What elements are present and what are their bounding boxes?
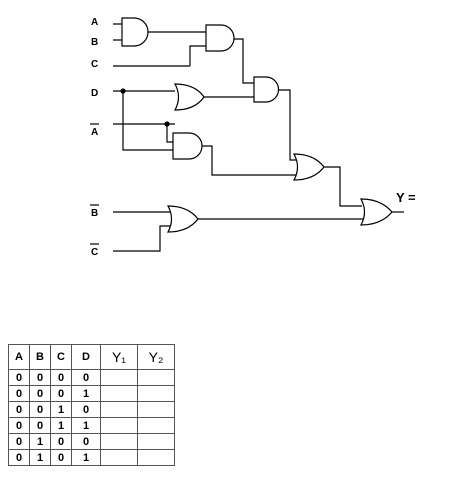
cell-y2 <box>137 433 175 450</box>
cell-y2 <box>137 417 175 434</box>
logic-circuit-diagram: A B C D A B C Y = <box>90 17 416 258</box>
cell-a: 0 <box>8 401 30 418</box>
cell-b: 1 <box>29 433 51 450</box>
table-row: 0 1 0 1 <box>8 449 175 466</box>
or-gate-b-c-bar <box>166 205 199 233</box>
and-gate-ab <box>121 17 149 47</box>
table-row: 0 0 1 0 <box>8 401 175 418</box>
output-label: Y = <box>396 190 416 205</box>
cell-d: 0 <box>71 433 101 450</box>
cell-y1 <box>100 433 138 450</box>
cell-b: 0 <box>29 369 51 386</box>
cell-a: 0 <box>8 385 30 402</box>
input-label-b: B <box>91 37 98 48</box>
header-y2: Y₂ <box>137 344 175 370</box>
junction-dot-a-bar <box>164 121 170 127</box>
table-row: 0 0 0 0 <box>8 369 175 386</box>
input-label-c-bar: C <box>91 247 98 258</box>
input-label-a-bar: A <box>91 127 98 138</box>
wires <box>113 23 404 252</box>
header-y1: Y₁ <box>100 344 138 370</box>
cell-y1 <box>100 385 138 402</box>
cell-c: 0 <box>50 449 72 466</box>
table-row: 0 0 1 1 <box>8 417 175 434</box>
input-label-d: D <box>91 88 98 99</box>
cell-d: 1 <box>71 449 101 466</box>
cell-c: 0 <box>50 433 72 450</box>
cell-b: 0 <box>29 385 51 402</box>
cell-y1 <box>100 401 138 418</box>
cell-c: 1 <box>50 401 72 418</box>
header-a: A <box>8 344 30 370</box>
cell-d: 0 <box>71 401 101 418</box>
input-label-a: A <box>91 17 98 28</box>
or-gate-output <box>359 198 393 226</box>
or-gate-d-a-bar <box>173 83 205 111</box>
header-d: D <box>71 344 101 370</box>
table-row: 0 0 0 1 <box>8 385 175 402</box>
cell-y1 <box>100 369 138 386</box>
and-gate-top <box>205 24 235 52</box>
cell-a: 0 <box>8 433 30 450</box>
cell-y2 <box>137 385 175 402</box>
cell-c: 1 <box>50 417 72 434</box>
cell-y1 <box>100 449 138 466</box>
header-b: B <box>29 344 51 370</box>
header-c: C <box>50 344 72 370</box>
cell-y2 <box>137 449 175 466</box>
truth-table: A B C D Y₁ Y₂ 0 0 0 0 0 0 0 1 0 0 1 <box>8 344 175 466</box>
cell-y1 <box>100 417 138 434</box>
cell-c: 0 <box>50 385 72 402</box>
cell-y2 <box>137 401 175 418</box>
cell-c: 0 <box>50 369 72 386</box>
or-gate-middle <box>292 153 325 181</box>
cell-b: 1 <box>29 449 51 466</box>
input-label-b-bar: B <box>91 208 98 219</box>
truth-table-header-row: A B C D Y₁ Y₂ <box>8 344 175 370</box>
and-gate-lower <box>172 132 203 160</box>
cell-d: 1 <box>71 417 101 434</box>
cell-y2 <box>137 369 175 386</box>
cell-d: 0 <box>71 369 101 386</box>
cell-a: 0 <box>8 449 30 466</box>
cell-d: 1 <box>71 385 101 402</box>
cell-b: 0 <box>29 401 51 418</box>
and-gate-middle <box>253 76 280 103</box>
junction-dot-d <box>120 88 126 94</box>
cell-a: 0 <box>8 369 30 386</box>
cell-b: 0 <box>29 417 51 434</box>
cell-a: 0 <box>8 417 30 434</box>
table-row: 0 1 0 0 <box>8 433 175 450</box>
input-label-c: C <box>91 59 98 70</box>
